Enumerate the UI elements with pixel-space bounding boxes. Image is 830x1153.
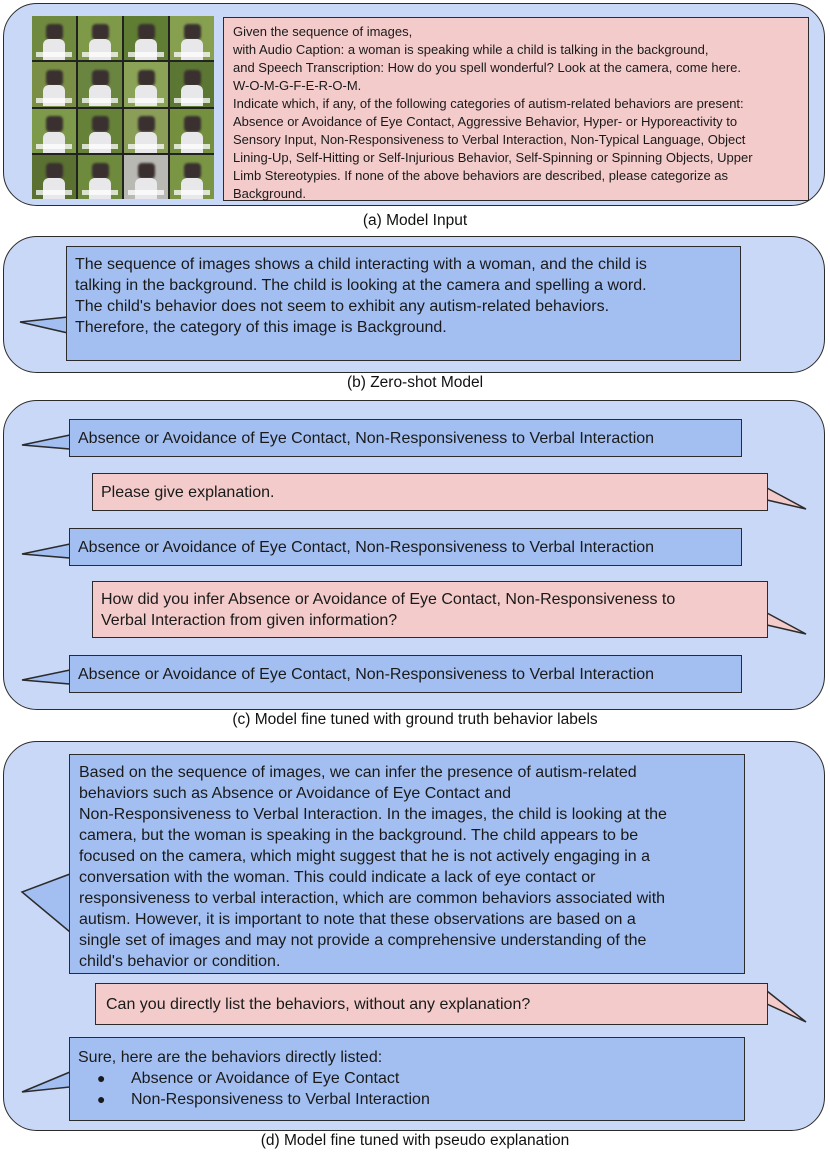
video-frame: [32, 108, 76, 153]
explanation-line: single set of images and may not provide…: [79, 932, 647, 949]
video-frame: [78, 16, 122, 61]
input-line: Limb Stereotypies. If none of the above …: [233, 168, 729, 183]
model-answer-3: Absence or Avoidance of Eye Contact, Non…: [69, 655, 742, 693]
explanation-line: child's behavior or condition.: [79, 953, 281, 970]
video-frame: [78, 108, 122, 153]
response-line: The sequence of images shows a child int…: [75, 256, 647, 273]
explanation-line: focused on the camera, which might sugge…: [79, 848, 651, 865]
input-line: Lining-Up, Self-Hitting or Self-Injuriou…: [233, 150, 753, 165]
panel-zero-shot: The sequence of images shows a child int…: [3, 236, 825, 373]
response-line: talking in the background. The child is …: [75, 277, 647, 294]
video-frame: [78, 62, 122, 107]
list-item: Non-Responsiveness to Verbal Interaction: [78, 1089, 736, 1110]
caption-b: (b) Zero-shot Model: [346, 374, 484, 391]
explanation-line: behaviors such as Absence or Avoidance o…: [79, 785, 511, 802]
video-frame: [170, 62, 214, 107]
model-answer-1: Absence or Avoidance of Eye Contact, Non…: [69, 419, 742, 457]
answer-text: Absence or Avoidance of Eye Contact, Non…: [78, 666, 655, 683]
input-line: Indicate which, if any, of the following…: [233, 96, 744, 111]
input-line: Background.: [233, 186, 306, 201]
user-prompt-2: How did you infer Absence or Avoidance o…: [92, 581, 768, 638]
video-frame: [32, 16, 76, 61]
prompt-text: Can you directly list the behaviors, wit…: [106, 996, 531, 1013]
answer-text: Absence or Avoidance of Eye Contact, Non…: [78, 539, 655, 556]
video-frame: [32, 62, 76, 107]
response-line: Therefore, the category of this image is…: [75, 319, 447, 336]
user-prompt-1: Please give explanation.: [92, 473, 768, 511]
explanation-line: Based on the sequence of images, we can …: [79, 764, 637, 781]
behavior-list: Absence or Avoidance of Eye Contact Non-…: [78, 1068, 736, 1110]
video-frame: [170, 16, 214, 61]
input-prompt-box: Given the sequence of images, with Audio…: [223, 17, 809, 201]
list-item: Absence or Avoidance of Eye Contact: [78, 1068, 736, 1089]
panel-gt-finetuned: Absence or Avoidance of Eye Contact, Non…: [3, 400, 825, 710]
video-frames-grid: [32, 16, 214, 199]
caption-c: (c) Model fine tuned with ground truth b…: [232, 711, 598, 728]
input-line: W-O-M-G-F-E-R-O-M.: [233, 78, 362, 93]
prompt-line: How did you infer Absence or Avoidance o…: [101, 591, 676, 608]
input-line: Absence or Avoidance of Eye Contact, Agg…: [233, 114, 738, 129]
caption-d: (d) Model fine tuned with pseudo explana…: [260, 1132, 570, 1149]
prompt-text: Please give explanation.: [101, 484, 275, 501]
input-line: with Audio Caption: a woman is speaking …: [233, 42, 709, 57]
explanation-line: autism. However, it is important to note…: [79, 911, 636, 928]
answer-text: Absence or Avoidance of Eye Contact, Non…: [78, 430, 655, 447]
video-frame: [124, 62, 168, 107]
explanation-line: Non-Responsiveness to Verbal Interaction…: [79, 806, 667, 823]
input-line: and Speech Transcription: How do you spe…: [233, 60, 742, 75]
panel-model-input: Given the sequence of images, with Audio…: [3, 3, 825, 206]
list-response: Sure, here are the behaviors directly li…: [69, 1037, 745, 1121]
explanation-line: conversation with the woman. This could …: [79, 869, 596, 886]
explanation-response: Based on the sequence of images, we can …: [69, 754, 745, 974]
caption-a: (a) Model Input: [362, 212, 468, 229]
prompt-line: Verbal Interaction from given informatio…: [101, 612, 398, 629]
user-prompt-list: Can you directly list the behaviors, wit…: [95, 983, 768, 1025]
video-frame: [170, 154, 214, 199]
video-frame: [124, 108, 168, 153]
response-line: The child's behavior does not seem to ex…: [75, 298, 610, 315]
video-frame: [78, 154, 122, 199]
video-frame: [124, 16, 168, 61]
input-line: Sensory Input, Non-Responsiveness to Ver…: [233, 132, 746, 147]
list-intro: Sure, here are the behaviors directly li…: [78, 1049, 383, 1066]
video-frame: [124, 154, 168, 199]
zero-shot-response: The sequence of images shows a child int…: [66, 246, 741, 361]
video-frame: [170, 108, 214, 153]
explanation-line: camera, but the woman is speaking in the…: [79, 827, 639, 844]
video-frame: [32, 154, 76, 199]
model-answer-2: Absence or Avoidance of Eye Contact, Non…: [69, 528, 742, 566]
input-line: Given the sequence of images,: [233, 24, 413, 39]
explanation-line: responsiveness to verbal interaction, wh…: [79, 890, 666, 907]
panel-pseudo-explanation: Based on the sequence of images, we can …: [3, 741, 825, 1131]
